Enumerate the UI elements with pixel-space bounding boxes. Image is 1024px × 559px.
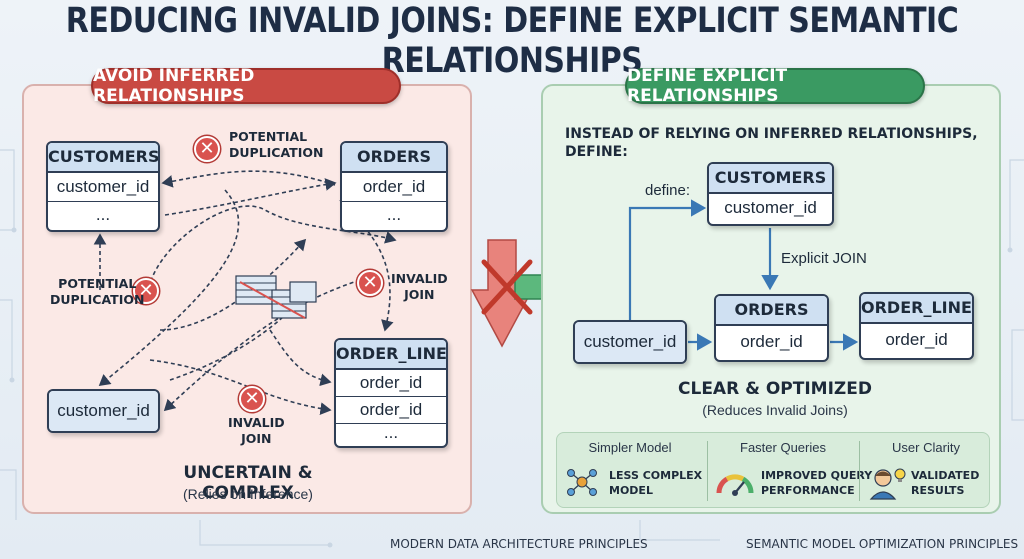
order-lines-table-explicit: ORDER_LINES order_id (859, 292, 974, 360)
table-header: CUSTOMERS (48, 143, 158, 173)
network-icon (567, 469, 597, 496)
customers-table-inferred: CUSTOMERS customer_id ... (46, 141, 160, 232)
clear-caption: CLEAR & OPTIMIZED (678, 379, 872, 399)
table-row: order_id (342, 173, 446, 202)
orders-table-inferred: ORDERS order_id ... (340, 141, 448, 232)
customers-table-explicit: CUSTOMERS customer_id (707, 162, 834, 226)
footer-left: MODERN DATA ARCHITECTURE PRINCIPLES (390, 537, 648, 551)
table-header: CUSTOMERS (709, 164, 832, 194)
intro-text: INSTEAD OF RELYING ON INFERRED RELATIONS… (565, 126, 978, 160)
benefit-user-clarity: User Clarity VALIDATED RESULTS (861, 433, 991, 509)
table-row: order_id (740, 332, 803, 351)
user-idea-icon (869, 468, 906, 500)
table-header: ORDERS (716, 296, 827, 326)
orders-table-explicit: ORDERS order_id (714, 294, 829, 362)
table-header: ORDER_LINES (861, 294, 972, 324)
explicit-join-label: Explicit JOIN (781, 250, 867, 267)
warning-x-icon: ✕ (194, 136, 220, 162)
avoid-inferred-header: AVOID INFERRED RELATIONSHIPS (91, 66, 401, 106)
footer-right: SEMANTIC MODEL OPTIMIZATION PRINCIPLES (746, 537, 1019, 551)
order-lines-table-inferred: ORDER_LINES order_id order_id ... (334, 338, 448, 448)
table-row: order_id (336, 397, 446, 424)
gauge-icon (716, 474, 754, 496)
clear-subcaption: (Reduces Invalid Joins) (702, 402, 848, 418)
table-row: ... (386, 205, 402, 224)
warning-x-icon: ✕ (133, 278, 159, 304)
table-header: ORDERS (342, 143, 446, 173)
table-row: ... (383, 423, 399, 442)
invalid-join-right: INVALID JOIN (391, 271, 448, 302)
define-label: define: (645, 182, 691, 199)
uncertain-subcaption: (Relies on Inference) (183, 486, 313, 502)
warning-x-icon: ✕ (239, 386, 265, 412)
define-explicit-header: DEFINE EXPLICIT RELATIONSHIPS (625, 66, 925, 106)
table-row: customer_id (724, 198, 817, 217)
benefit-title: Faster Queries (740, 440, 826, 455)
table-row: customer_id (48, 173, 158, 202)
table-row: order_id (336, 370, 446, 397)
potential-duplication-top: POTENTIAL DUPLICATION (229, 129, 324, 160)
customer-id-box-explicit: customer_id (573, 320, 687, 364)
benefit-simpler-model: Simpler Model LESS COMPLEX MODEL (557, 433, 703, 509)
benefits-bar: Simpler Model LESS COMPLEX MODEL Faster … (556, 432, 990, 508)
table-header: ORDER_LINES (336, 340, 446, 370)
divider (707, 441, 708, 501)
benefit-faster-queries: Faster Queries IMPROVED QUERY PERFORMANC… (709, 433, 872, 509)
divider (859, 441, 860, 501)
invalid-join-bottom: INVALID JOIN (228, 415, 285, 446)
potential-duplication-left: POTENTIAL DUPLICATION (50, 276, 145, 307)
benefit-title: Simpler Model (588, 440, 672, 455)
benefit-title: User Clarity (892, 440, 960, 455)
uncertain-caption: UNCERTAIN & COMPLEX (183, 463, 313, 503)
broken-join-icon (235, 275, 317, 319)
table-row: order_id (885, 330, 948, 349)
benefit-desc: IMPROVED QUERY PERFORMANCE (761, 469, 873, 497)
field-label: customer_id (49, 391, 158, 431)
benefit-desc: LESS COMPLEX MODEL (609, 469, 703, 497)
warning-x-icon: ✕ (357, 270, 383, 296)
field-label: customer_id (575, 322, 685, 362)
customer-id-box-inferred: customer_id (47, 389, 160, 433)
table-row: ... (95, 205, 111, 224)
page-title: REDUCING INVALID JOINS: DEFINE EXPLICIT … (65, 0, 959, 82)
benefit-desc: VALIDATED RESULTS (911, 469, 980, 497)
